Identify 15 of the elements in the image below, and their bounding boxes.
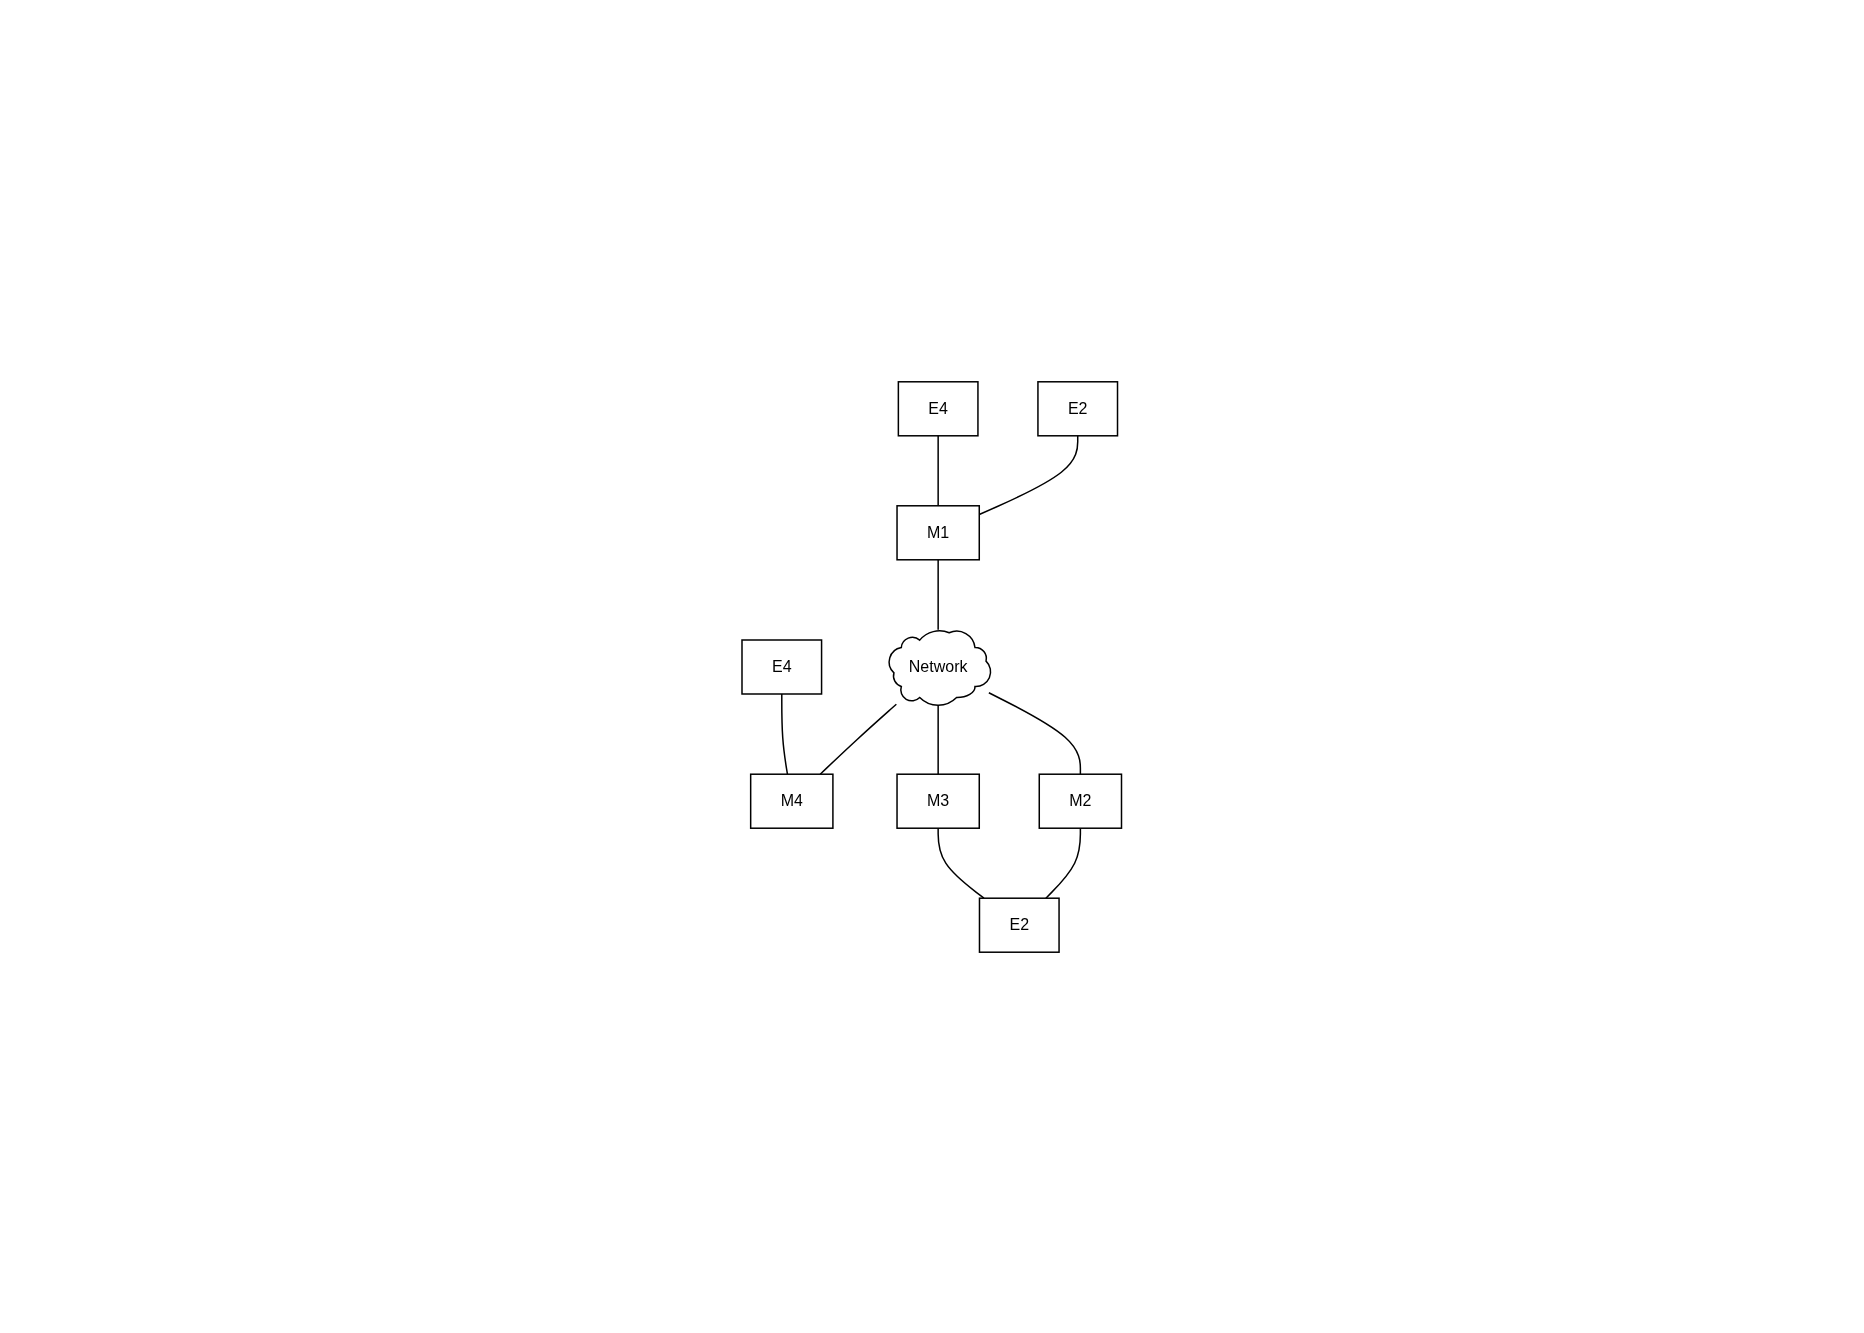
node-box: M4 [750, 772, 834, 829]
node-box: E2 [979, 896, 1061, 953]
connector [781, 692, 789, 775]
node-box: M3 [896, 772, 981, 829]
connector [1045, 826, 1082, 899]
node-box: E2 [1037, 380, 1119, 437]
node-box: E4 [741, 638, 823, 695]
connector [937, 826, 985, 899]
node-box: M2 [1038, 772, 1123, 829]
connector [937, 558, 940, 631]
connector [819, 702, 898, 775]
node-box: M1 [896, 504, 981, 561]
connector [937, 434, 940, 507]
connector [988, 691, 1082, 775]
node-box: E4 [897, 380, 979, 437]
